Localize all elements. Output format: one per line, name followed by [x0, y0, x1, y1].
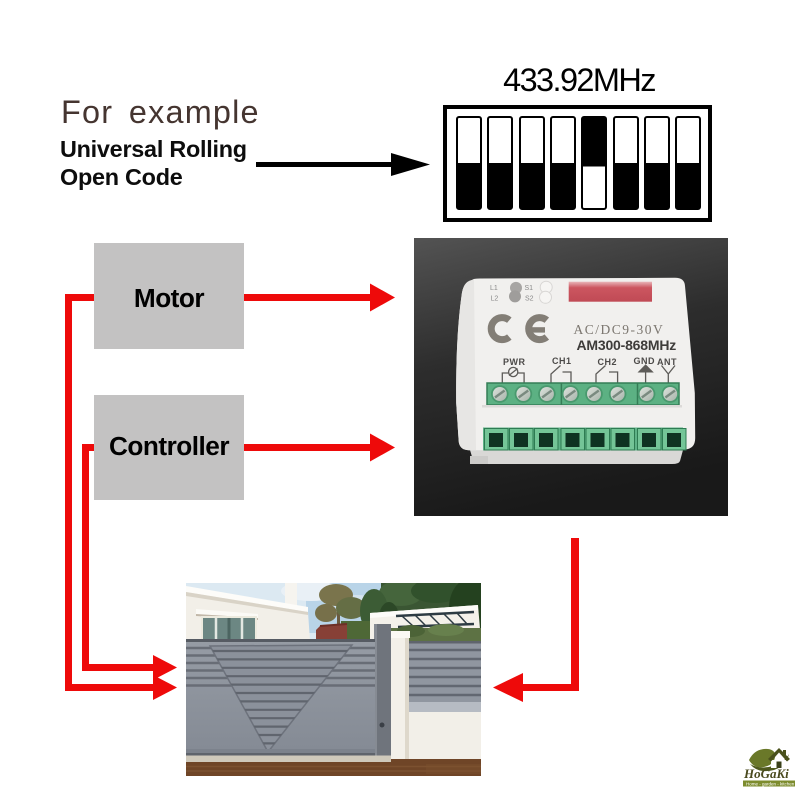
svg-text:CH2: CH2: [598, 357, 618, 367]
svg-text:S2: S2: [525, 296, 534, 303]
svg-text:S1: S1: [525, 285, 534, 292]
svg-text:PWR: PWR: [503, 357, 526, 367]
svg-text:AM300-868MHz: AM300-868MHz: [577, 337, 677, 353]
svg-text:CH1: CH1: [552, 356, 572, 366]
svg-text:AC/DC9-30V: AC/DC9-30V: [574, 322, 665, 337]
svg-text:ANT: ANT: [657, 357, 677, 367]
svg-text:L2: L2: [491, 296, 499, 303]
svg-text:L1: L1: [490, 285, 498, 292]
svg-text:HoGaKi: HoGaKi: [743, 766, 789, 781]
svg-text:GND: GND: [634, 356, 656, 366]
svg-text:Home - garden - kitchen: Home - garden - kitchen: [746, 782, 795, 787]
